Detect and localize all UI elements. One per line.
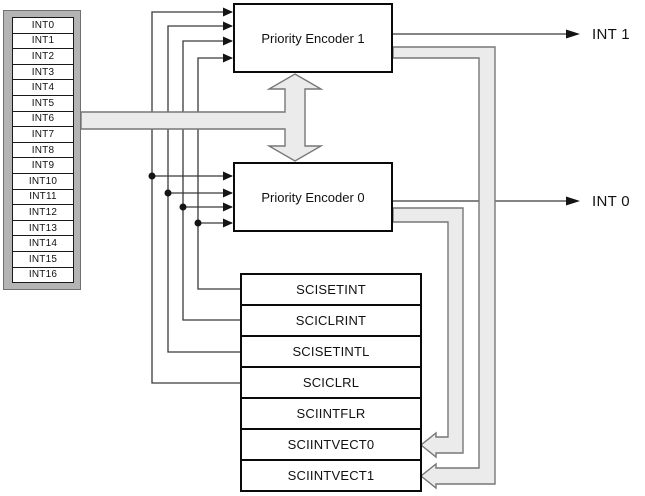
register-row: SCISETINTL xyxy=(240,335,422,368)
register-row: SCICLRINT xyxy=(240,304,422,337)
register-row: SCICLRL xyxy=(240,366,422,399)
priority-encoder-0-box: Priority Encoder 0 xyxy=(233,162,393,232)
interrupt-source-cell: INT2 xyxy=(12,48,74,65)
interrupt-source-cell: INT10 xyxy=(12,172,74,190)
interrupt-source-cell: INT8 xyxy=(12,141,74,159)
interrupt-source-cell: INT11 xyxy=(12,188,74,206)
arrowhead-encoder1-in-2 xyxy=(223,21,233,31)
interrupt-source-cell: INT12 xyxy=(12,204,74,221)
register-row: SCIINTVECT0 xyxy=(240,428,422,461)
priority-encoder-1-box: Priority Encoder 1 xyxy=(233,3,393,73)
interrupt-source-cell: INT13 xyxy=(12,219,74,237)
junction-dot-1 xyxy=(148,172,156,180)
bus-int-sources-and-bidirectional-arrow xyxy=(80,73,324,162)
priority-encoder-1-label: Priority Encoder 1 xyxy=(261,30,365,46)
register-row: SCISETINT xyxy=(240,273,422,306)
arrowhead-int1 xyxy=(566,29,580,39)
wire-sciclrl-line xyxy=(151,11,240,384)
interrupt-source-cell: INT4 xyxy=(12,79,74,96)
signal-wires xyxy=(151,11,568,384)
junction-dot-3 xyxy=(179,203,187,211)
interrupt-source-cell: INT14 xyxy=(12,235,74,252)
interrupt-source-cell: INT16 xyxy=(12,266,74,284)
bus-encoder0-to-sciintvect0 xyxy=(392,207,464,459)
interrupt-source-cell: INT3 xyxy=(12,63,74,81)
interrupt-source-cell: INT7 xyxy=(12,126,74,143)
interrupt-source-cell: INT6 xyxy=(12,110,74,128)
arrowhead-encoder0-in-1 xyxy=(223,171,233,181)
bus-encoder1-to-sciintvect1 xyxy=(392,46,496,490)
arrowheads xyxy=(148,7,580,228)
arrowhead-encoder0-in-4 xyxy=(223,218,233,228)
int1-output-label: INT 1 xyxy=(592,26,630,43)
register-row: SCIINTVECT1 xyxy=(240,459,422,492)
arrowhead-encoder0-in-3 xyxy=(223,202,233,212)
junction-dot-4 xyxy=(194,219,202,227)
priority-encoder-0-label: Priority Encoder 0 xyxy=(261,189,365,205)
arrowhead-encoder0-in-2 xyxy=(223,188,233,198)
int0-output-label: INT 0 xyxy=(592,193,630,210)
bus-layer xyxy=(80,46,496,490)
arrowhead-encoder1-in-1 xyxy=(223,7,233,17)
interrupt-source-cell: INT1 xyxy=(12,32,74,50)
arrowhead-int0 xyxy=(566,196,580,206)
wire-scisetint-line xyxy=(197,57,240,290)
arrowhead-encoder1-in-3 xyxy=(223,36,233,46)
wire-scisetintl-line xyxy=(167,25,240,353)
interrupt-source-cell: INT9 xyxy=(12,157,74,174)
register-row: SCIINTFLR xyxy=(240,397,422,430)
wire-sciclrint-line xyxy=(182,40,240,321)
junction-dot-2 xyxy=(164,189,172,197)
arrowhead-encoder1-in-4 xyxy=(223,53,233,63)
interrupt-source-cell: INT5 xyxy=(12,94,74,112)
interrupt-source-cell: INT0 xyxy=(12,17,74,34)
interrupt-source-cell: INT15 xyxy=(12,250,74,268)
